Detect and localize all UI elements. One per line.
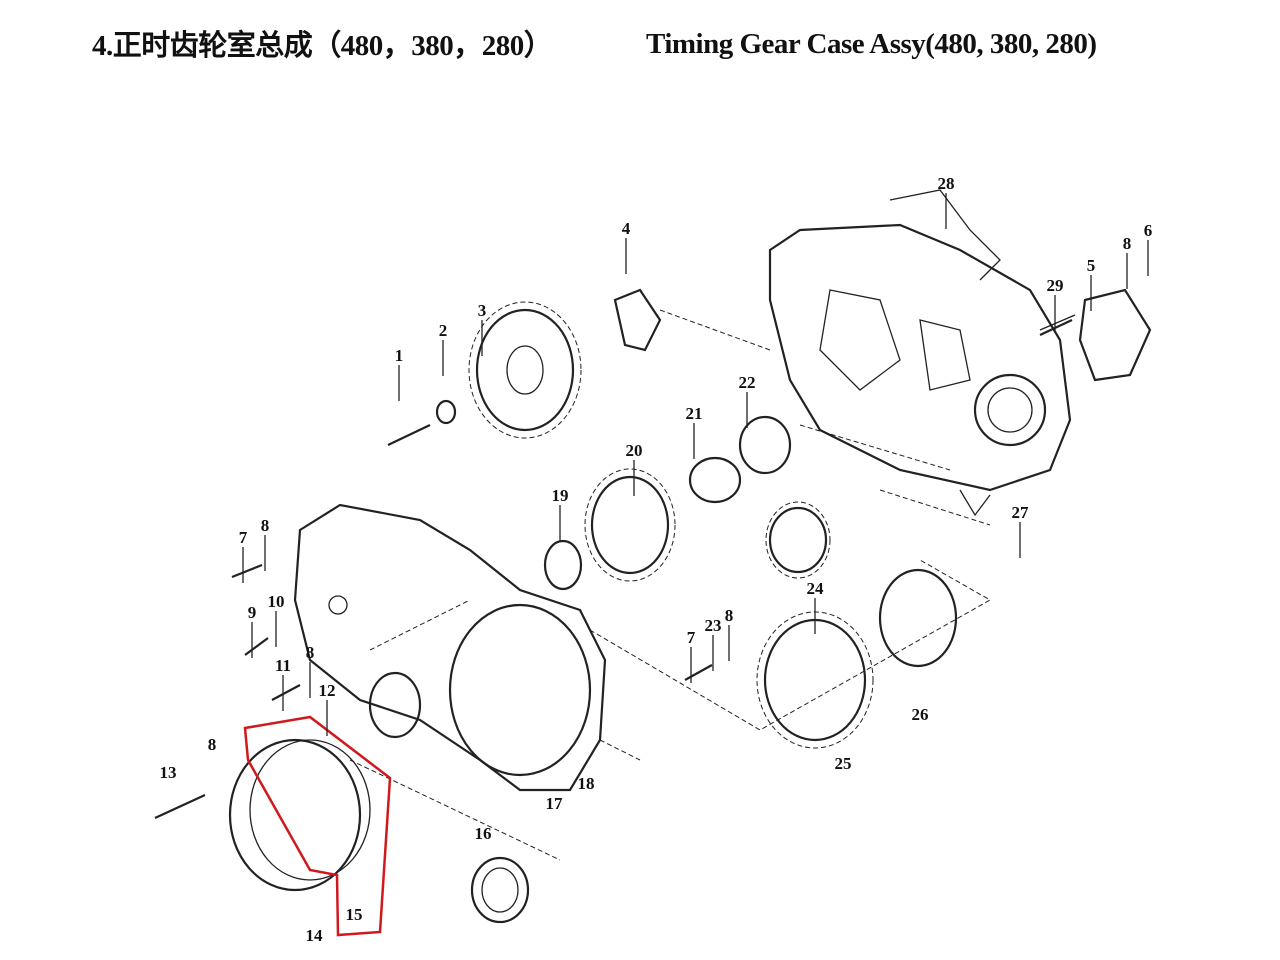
part-number-label: 10 xyxy=(268,592,285,611)
part-number-label: 2 xyxy=(439,321,448,340)
part-number-label: 29 xyxy=(1047,276,1064,295)
part-number-label: 19 xyxy=(552,486,569,505)
part-number-label: 12 xyxy=(319,681,336,700)
bolt xyxy=(387,424,431,446)
front-gear-cover xyxy=(293,503,607,792)
thrust-plate xyxy=(613,288,662,352)
part-number-label: 8 xyxy=(725,606,734,625)
part-number-label: 8 xyxy=(306,643,315,662)
part-number-label: 18 xyxy=(578,774,595,793)
part-number-label: 24 xyxy=(807,579,825,598)
part-number-label: 13 xyxy=(160,763,177,782)
timing-cover xyxy=(228,738,371,892)
crankshaft-gear xyxy=(763,618,867,742)
part-number-label: 5 xyxy=(1087,256,1096,275)
part-number-label: 1 xyxy=(395,346,404,365)
part-number-label: 7 xyxy=(687,628,696,647)
highlight-outline xyxy=(243,715,392,937)
part-number-label: 23 xyxy=(705,616,722,635)
part-number-label: 6 xyxy=(1144,221,1153,240)
idler-gear xyxy=(590,475,670,575)
crankshaft-gear-small xyxy=(768,506,828,574)
part-number-label: 27 xyxy=(1012,503,1030,522)
bushing xyxy=(688,456,742,504)
part-number-label: 11 xyxy=(275,656,291,675)
washer xyxy=(435,399,457,425)
gear-case-housing xyxy=(768,189,1072,517)
part-number-label: 8 xyxy=(1123,234,1132,253)
camshaft-gear xyxy=(468,301,582,439)
title-chinese: 4.正时齿轮室总成（480，380，280） xyxy=(92,30,553,62)
part-number-label: 28 xyxy=(938,174,955,193)
part-number-label: 17 xyxy=(546,794,564,813)
part-number-label: 22 xyxy=(739,373,756,392)
gasket-plate xyxy=(1078,288,1152,382)
gear-plate xyxy=(543,539,583,591)
oil-seal xyxy=(470,856,530,924)
part-number-label: 8 xyxy=(208,735,217,754)
part-number-label: 21 xyxy=(686,404,703,423)
idler-shaft xyxy=(738,415,792,475)
title-english: Timing Gear Case Assy(480, 380, 280) xyxy=(646,28,1097,60)
part-number-label: 16 xyxy=(475,824,492,843)
part-number-label: 25 xyxy=(835,754,852,773)
part-number-label: 3 xyxy=(478,301,487,320)
part-number-label: 14 xyxy=(306,926,324,945)
part-number-label: 7 xyxy=(239,528,248,547)
part-number-label: 15 xyxy=(346,905,363,924)
oil-slinger xyxy=(878,568,958,668)
part-labels: 1234222120192886529272426257891011812723… xyxy=(160,174,1153,945)
part-number-label: 26 xyxy=(912,705,929,724)
part-number-label: 8 xyxy=(261,516,270,535)
part-number-label: 20 xyxy=(626,441,643,460)
part-number-label: 4 xyxy=(622,219,631,238)
part-number-label: 9 xyxy=(248,603,257,622)
